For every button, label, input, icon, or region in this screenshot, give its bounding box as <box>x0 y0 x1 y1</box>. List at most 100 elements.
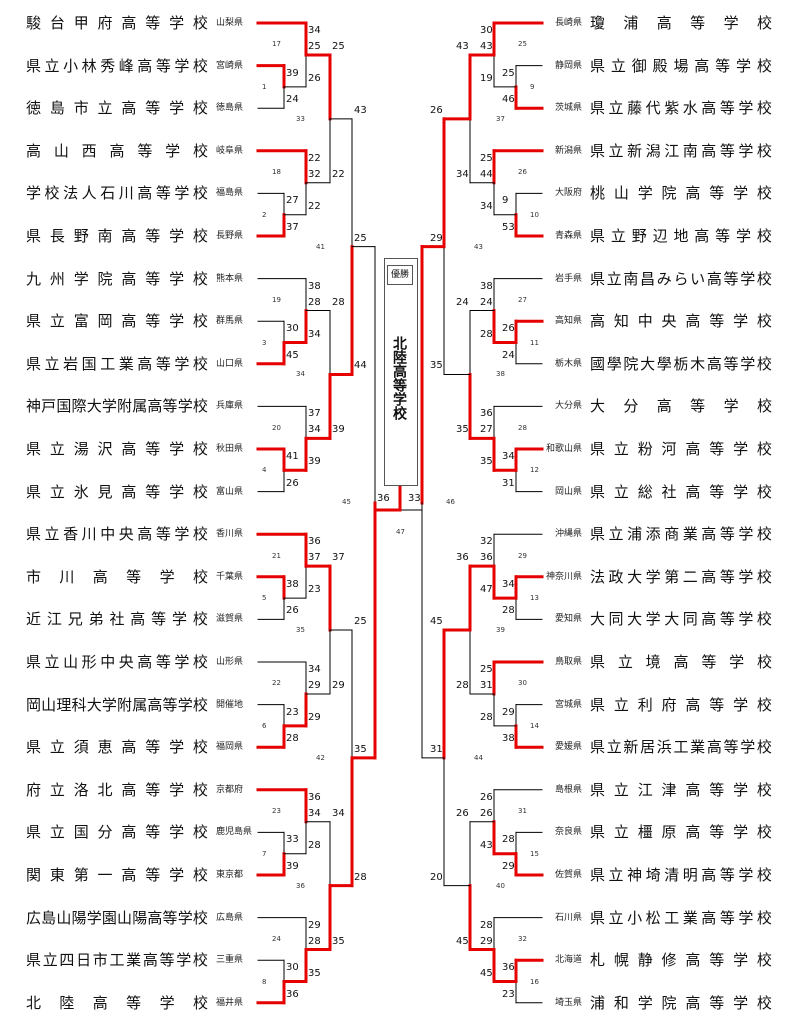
game-number: 43 <box>474 242 483 251</box>
score-label: 29 <box>502 706 515 718</box>
team-name-char: 代 <box>645 99 661 118</box>
team-name-char: 校 <box>756 56 772 75</box>
team-prefecture: 愛媛県 <box>554 742 582 753</box>
team-name-char: 藤 <box>627 99 643 118</box>
score-label: 38 <box>502 733 515 745</box>
team-name-char: 立 <box>608 141 624 160</box>
team-name-char: 高 <box>701 866 717 884</box>
score-label: 35 <box>430 360 443 372</box>
score-label: 44 <box>480 168 493 180</box>
score-label: 29 <box>308 919 321 931</box>
team-name-char: 園 <box>101 908 117 927</box>
game-number: 4 <box>262 466 267 475</box>
team-name-char: 高 <box>121 99 137 118</box>
team-name-char: 校 <box>756 951 772 970</box>
team-name-char: 立 <box>44 56 60 75</box>
team-name-char: 高 <box>685 184 701 203</box>
team-name-char: 校 <box>756 993 772 1012</box>
team-name-char: 浦 <box>623 14 639 32</box>
team-name-char: 等 <box>126 993 142 1012</box>
team-name-char: 南 <box>682 141 698 160</box>
team-name-char: 市 <box>26 567 42 586</box>
score-label: 41 <box>286 451 299 462</box>
team-name-char: 立 <box>613 823 629 842</box>
score-label: 26 <box>286 477 299 489</box>
score-label: 43 <box>456 40 469 52</box>
team-name: 県立神埼清明高等学校 <box>590 866 772 884</box>
team-name-char: 学 <box>169 866 185 884</box>
score-label: 25 <box>354 232 367 244</box>
team-name-char: 学 <box>736 56 752 75</box>
team-name-char: 洛 <box>73 780 89 799</box>
team-name-char: 県 <box>26 738 42 757</box>
team-prefecture: 熊本県 <box>216 273 244 284</box>
team-name-char: 瓊 <box>590 14 606 32</box>
team-name-char: 北 <box>26 993 42 1012</box>
score-label: 32 <box>480 536 493 548</box>
team-name-char: 江 <box>664 141 680 160</box>
team-name: 北陸高等学校 <box>26 994 208 1012</box>
team-name-char: 浜 <box>656 738 672 757</box>
team-name-char: 州 <box>49 269 65 288</box>
team-name: 近江兄弟社高等学校 <box>26 610 208 628</box>
team-name: 県立新居浜工業高等学校 <box>590 738 772 756</box>
team-name: 県立橿原高等学校 <box>590 823 772 841</box>
game-number: 40 <box>496 881 505 890</box>
game-number: 20 <box>272 423 281 432</box>
team-name-char: 県 <box>590 823 606 842</box>
team-name-char: 学 <box>174 56 190 75</box>
team-name-char: 添 <box>645 525 661 544</box>
team-name: 県長野南高等学校 <box>26 227 208 245</box>
team-name-char: 高 <box>137 653 153 671</box>
team-name-char: 立 <box>49 823 65 842</box>
score-label: 31 <box>480 679 493 691</box>
team-name: 県立総社高等学校 <box>590 483 772 501</box>
team-name-char: 等 <box>723 354 739 373</box>
team-name-char: 近 <box>26 610 42 629</box>
team-name-char: 校 <box>756 227 772 245</box>
team-name-char: 学 <box>738 525 754 544</box>
team-name: 徳島市立高等学校 <box>26 99 208 117</box>
team-prefecture: 新潟県 <box>554 145 582 156</box>
team-name-char: 山 <box>53 141 69 160</box>
team-name-char: 高 <box>701 908 717 927</box>
team-name-char: 学 <box>645 567 661 586</box>
team-name-char: 国 <box>81 354 97 373</box>
score-label: 36 <box>308 791 321 803</box>
game-number: 30 <box>518 679 527 688</box>
team-name-char: 大 <box>640 354 656 373</box>
team-name-char: 県 <box>590 269 606 288</box>
game-number: 3 <box>262 338 267 347</box>
score-label: 25 <box>332 40 345 52</box>
team-name-char: 立 <box>606 738 622 757</box>
team-name-char: 立 <box>44 653 60 671</box>
team-name-char: 等 <box>145 823 161 842</box>
team-name-char: 学 <box>86 908 102 927</box>
team-name-char: 校 <box>44 184 60 203</box>
score-label: 28 <box>502 834 515 846</box>
team-name-char: 立 <box>613 695 629 714</box>
team-name-char: 等 <box>145 738 161 757</box>
team-name-char: 学 <box>159 993 175 1012</box>
team-name-char: 学 <box>169 738 185 757</box>
team-name-char: 工 <box>109 951 125 970</box>
team-name-char: 学 <box>645 610 661 629</box>
team-name-char: 川 <box>59 567 75 586</box>
score-label: 32 <box>308 168 321 180</box>
team-name-char: 校 <box>756 99 772 118</box>
team-name-char: 江 <box>46 610 62 629</box>
game-number: 2 <box>262 210 267 219</box>
team-name: 高知中央高等学校 <box>590 312 772 330</box>
team-name-char: 県 <box>590 440 606 458</box>
team-name: 法政大学第二高等学校 <box>590 568 772 586</box>
team-name-char: 校 <box>192 525 208 544</box>
team-name-char: 同 <box>682 610 698 629</box>
team-name-char: 高 <box>706 269 722 288</box>
team-name-char: 学 <box>174 354 190 373</box>
team-name-char: 居 <box>640 738 656 757</box>
team-name-char: 野 <box>631 227 647 245</box>
team-name-char: 等 <box>723 269 739 288</box>
team-prefecture: 佐賀県 <box>554 870 582 880</box>
team-name-char: 学 <box>738 99 754 118</box>
team-name-char: 学 <box>177 695 193 714</box>
